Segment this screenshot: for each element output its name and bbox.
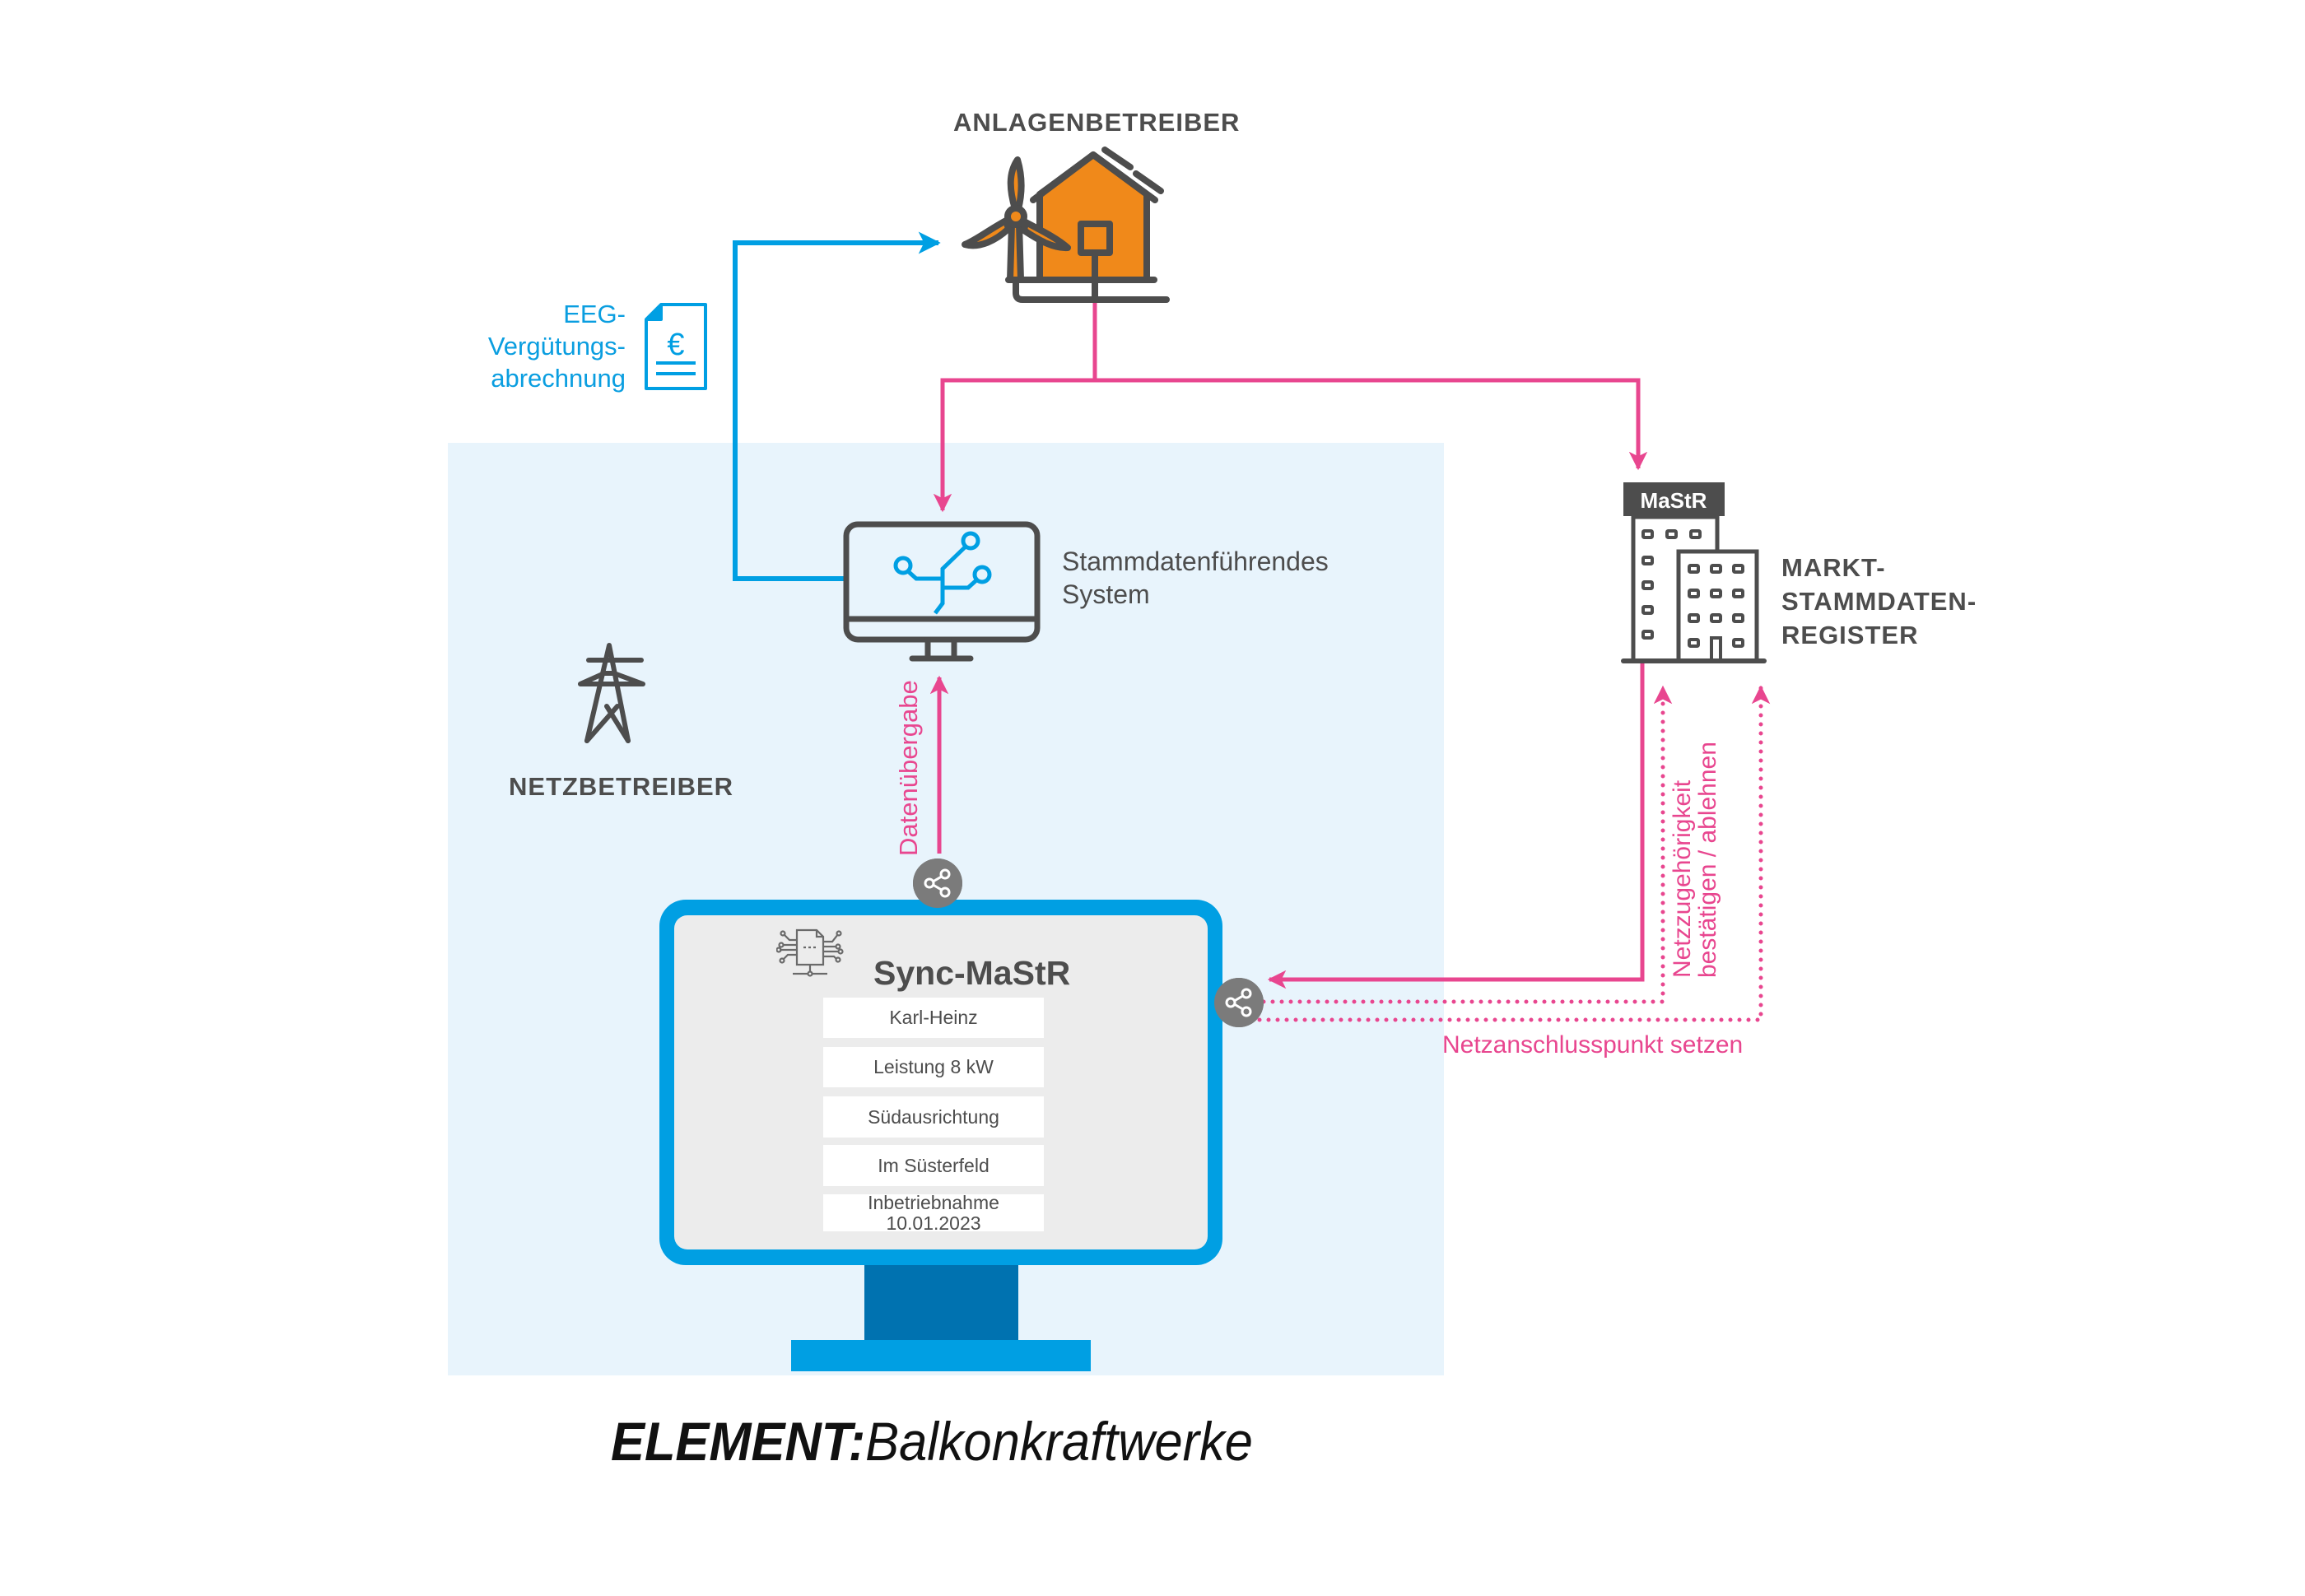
eeg-label-line: EEG- (563, 300, 626, 328)
building-window (1641, 556, 1654, 565)
building-window (1732, 589, 1744, 598)
stammdaten-monitor-icon (843, 521, 1041, 662)
stammdaten-system-label-line: Stammdatenführendes (1062, 547, 1329, 576)
building-window (1641, 630, 1654, 640)
register-label-line: REGISTER (1781, 621, 1919, 649)
field-date: 10.01.2023 (886, 1212, 981, 1234)
eeg-label: EEG- Vergütungs- abrechnung (461, 298, 626, 394)
field-text: Südausrichtung (868, 1105, 999, 1128)
field-text: Karl-Heinz (889, 1007, 978, 1028)
sync-mastr-monitor: Sync-MaStR Karl-Heinz Leistung 8 kW Süda… (659, 900, 1222, 1265)
register-building-icon: MaStR (1621, 482, 1767, 663)
building-window (1641, 580, 1654, 590)
field-owner-name: Karl-Heinz (823, 998, 1044, 1038)
register-label-line: MARKT- (1781, 553, 1886, 582)
footer-title: ELEMENT:Balkonkraftwerke (611, 1414, 1253, 1468)
eeg-label-line: abrechnung (491, 364, 626, 393)
field-orientation: Südausrichtung (823, 1096, 1044, 1138)
flow-to-stammdaten-system (933, 378, 1095, 513)
eeg-label-line: Vergütungs- (487, 332, 626, 361)
anlagenbetreiber-label: ANLAGENBETREIBER (953, 108, 1241, 137)
circuit-document-icon (776, 928, 844, 977)
building-window (1641, 605, 1654, 615)
field-text: Leistung 8 kW (873, 1056, 994, 1077)
register-label-line: STAMMDATEN- (1781, 587, 1977, 616)
building-window (1710, 589, 1722, 598)
building-window (1710, 613, 1722, 623)
datenuebergabe-label: Datenübergabe (894, 680, 923, 856)
building-window (1732, 564, 1744, 574)
building-window (1689, 529, 1702, 539)
svg-text:€: € (667, 328, 684, 362)
mastr-sign-text: MaStR (1641, 488, 1707, 513)
netzzugehoerigkeit-dotted-line (1261, 685, 1673, 1004)
sync-mastr-screen: Sync-MaStR Karl-Heinz Leistung 8 kW Süda… (674, 915, 1208, 1249)
footer-title-regular: Balkonkraftwerke (865, 1411, 1253, 1472)
power-pylon-icon (578, 643, 645, 743)
netzzugehoerigkeit-label-line: bestätigen / ablehnen (1694, 742, 1721, 978)
building-window (1688, 589, 1700, 598)
register-to-sync-line (1267, 663, 1645, 989)
field-text: Im Süsterfeld (878, 1154, 990, 1176)
field-location: Im Süsterfeld (823, 1145, 1044, 1186)
building-window (1732, 613, 1744, 623)
netzbetreiber-label: NETZBETREIBER (509, 772, 734, 801)
netzzugehoerigkeit-label: Netzzugehörigkeit bestätigen / ablehnen (1669, 742, 1721, 978)
stammdaten-system-label-line: System (1062, 579, 1150, 609)
register-label: MARKT- STAMMDATEN- REGISTER (1781, 551, 1977, 652)
footer-title-bold: ELEMENT: (611, 1411, 866, 1472)
building-window (1732, 638, 1744, 648)
field-power: Leistung 8 kW (823, 1047, 1044, 1087)
monitor-stand-base (791, 1340, 1091, 1371)
building-window (1688, 638, 1700, 648)
netzanschlusspunkt-label: Netzanschlusspunkt setzen (1442, 1031, 1744, 1059)
building-window (1665, 529, 1678, 539)
building-window (1688, 564, 1700, 574)
monitor-stand-neck (864, 1265, 1018, 1340)
building-door (1710, 636, 1722, 661)
field-text: Inbetriebnahme (868, 1191, 999, 1213)
flow-to-register (1095, 378, 1648, 471)
building-window (1710, 564, 1722, 574)
building-window (1641, 529, 1654, 539)
stammdaten-system-label: Stammdatenführendes System (1062, 545, 1329, 611)
netzanschlusspunkt-dotted-line (1257, 685, 1771, 1022)
network-tree-icon (893, 531, 992, 615)
euro-document-icon: € (645, 303, 707, 390)
netzzugehoerigkeit-label-line: Netzzugehörigkeit (1669, 779, 1696, 978)
house-windturbine-icon (962, 147, 1170, 303)
eeg-flow-line (733, 231, 941, 581)
sync-mastr-title: Sync-MaStR (873, 954, 1071, 992)
building-window (1688, 613, 1700, 623)
